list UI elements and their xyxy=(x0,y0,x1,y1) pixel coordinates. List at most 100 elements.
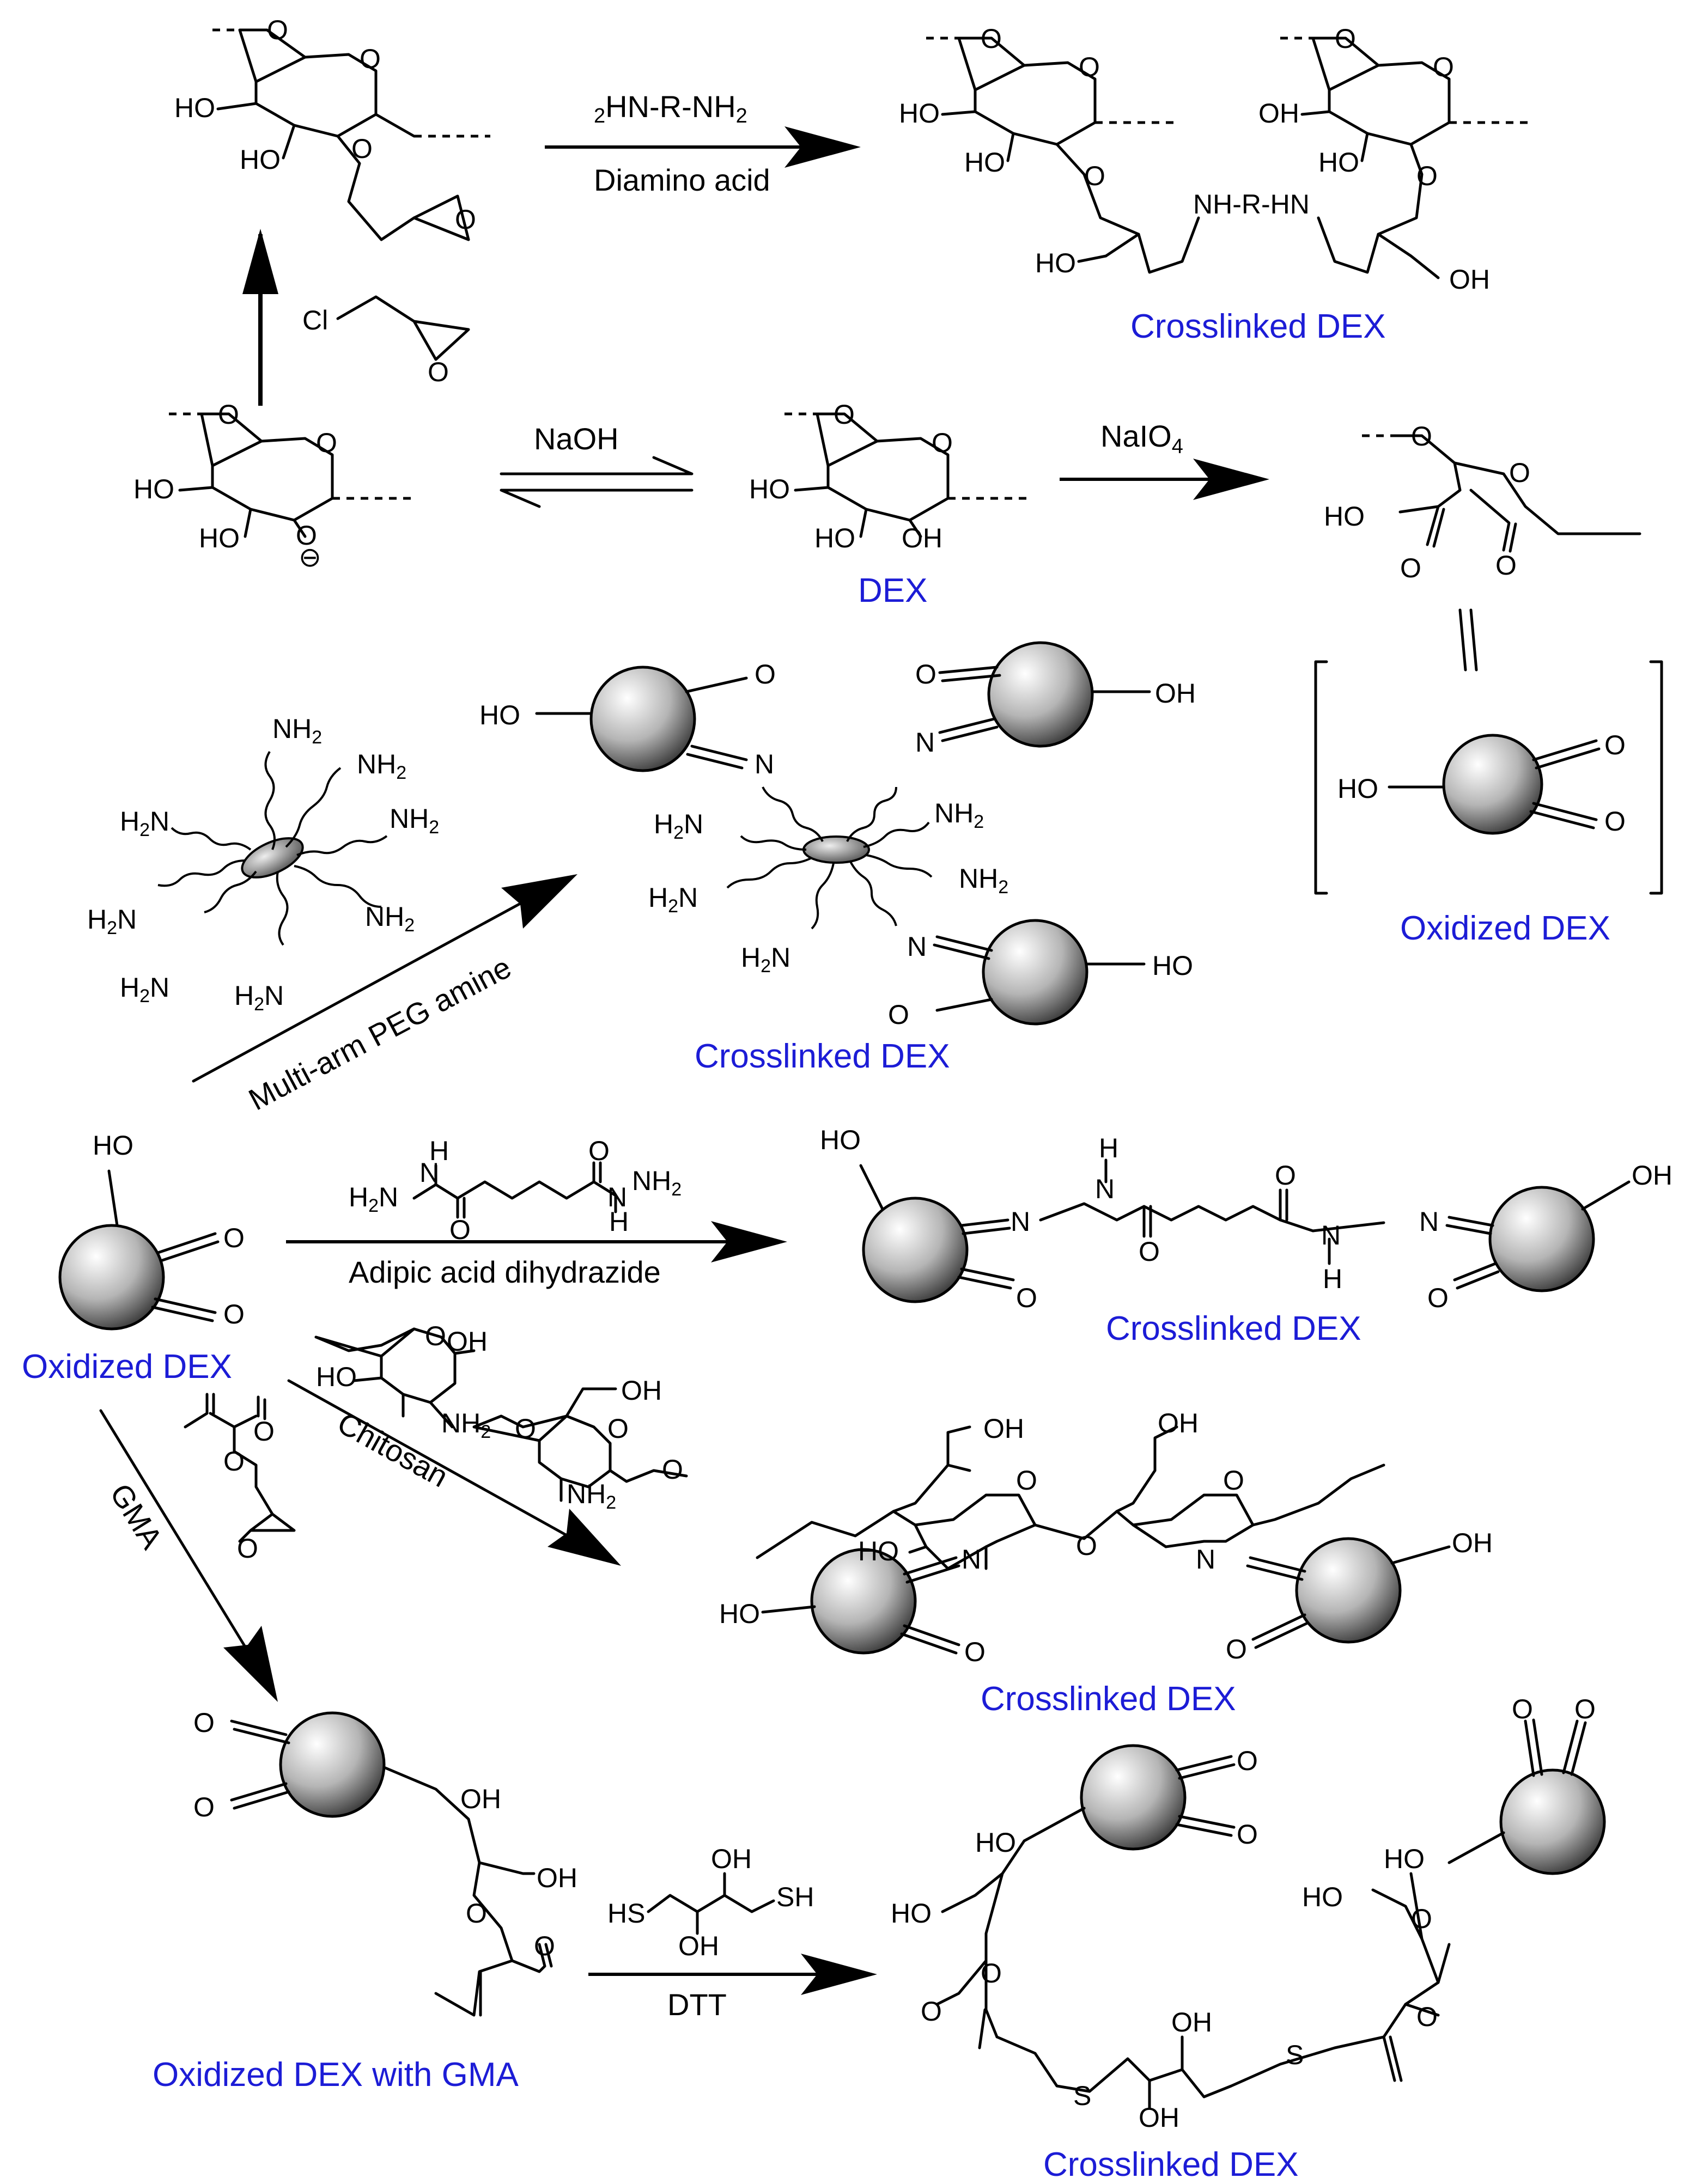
atom-o: O xyxy=(449,1215,471,1245)
atom-oh: OH xyxy=(1158,1408,1199,1438)
atom-cl: Cl xyxy=(302,305,328,335)
amine-group: H2N xyxy=(654,809,703,843)
atom-n: N xyxy=(907,931,927,962)
atom-oh: OH xyxy=(621,1375,662,1406)
atom-n: N xyxy=(962,1544,981,1575)
atom-o: O xyxy=(662,1454,683,1485)
amine-group: NH2 xyxy=(357,749,406,783)
diamine-reagent-label: 2HN-R-NH2 xyxy=(594,89,747,127)
atom-o: O xyxy=(1509,457,1530,488)
dex-label: DEX xyxy=(858,572,927,609)
oxidized-dex-open-structure: O O HO O O xyxy=(1324,421,1641,583)
atom-o: O xyxy=(1016,1465,1037,1496)
atom-o: O xyxy=(466,1898,487,1929)
oxidized-dex-label-2: Oxidized DEX xyxy=(22,1348,232,1386)
atom-oh: OH xyxy=(711,1844,752,1874)
atom-oh: OH xyxy=(1155,678,1196,709)
adipic-label: Adipic acid dihydrazide xyxy=(349,1255,661,1289)
dextran-bead xyxy=(1488,1186,1595,1292)
atom-ho: HO xyxy=(749,474,790,504)
diamine-arrow-head xyxy=(784,126,861,168)
atom-ho: HO xyxy=(133,474,174,504)
atom-ho: HO xyxy=(240,144,281,175)
atom-oh: OH xyxy=(460,1784,501,1814)
atom-o: O xyxy=(1016,1283,1037,1313)
atom-n: N xyxy=(915,727,935,758)
atom-o: O xyxy=(360,44,381,74)
dtt-reaction: DTT xyxy=(588,1954,877,2022)
atom-n: N xyxy=(1011,1206,1030,1237)
atom-oh: OH xyxy=(1632,1160,1672,1191)
crosslinked-dex-label-4: Crosslinked DEX xyxy=(981,1680,1236,1718)
atom-oh: OH xyxy=(983,1413,1024,1444)
diamine-crosslinked-structure: O O HO HO O HO NH-R-HN O O OH HO O OH xyxy=(899,23,1531,295)
epichlorohydrin-structure: Cl O xyxy=(302,295,470,387)
naio4-label: NaIO4 xyxy=(1100,419,1183,458)
atom-o: O xyxy=(1433,52,1454,82)
dtt-crosslinked-structure: O O HO HO O O S OH OH S O O HO HO O O xyxy=(891,1694,1606,2133)
dex-structure: O O HO HO OH xyxy=(749,399,1030,553)
dextran-bead xyxy=(987,641,1094,748)
atom-o: O xyxy=(425,1321,446,1351)
atom-oh: OH xyxy=(678,1931,719,1961)
atom-o: O xyxy=(1335,23,1356,54)
atom-s: S xyxy=(1073,2081,1091,2111)
amine-group: NH2 xyxy=(272,713,322,748)
adh-structure: H2N H N O O N H NH2 xyxy=(349,1136,682,1245)
atom-o: O xyxy=(1512,1694,1533,1724)
atom-ho: HO xyxy=(899,98,940,129)
crosslinked-dex-label-3: Crosslinked DEX xyxy=(1106,1310,1361,1347)
crosslinked-dex-label-2: Crosslinked DEX xyxy=(695,1038,950,1075)
amine-group: H2N xyxy=(234,980,284,1015)
atom-o: O xyxy=(755,659,776,690)
atom-o: O xyxy=(1275,1160,1296,1191)
atom-s: S xyxy=(1286,2040,1304,2070)
atom-ho: HO xyxy=(1324,501,1365,532)
atom-o: O xyxy=(1400,553,1421,583)
dextran-bead xyxy=(589,666,696,772)
atom-n: N xyxy=(1095,1174,1115,1204)
dtt-label: DTT xyxy=(667,1987,727,2022)
atom-ho: HO xyxy=(1152,950,1193,981)
naoh-label: NaOH xyxy=(534,422,619,456)
atom-o: O xyxy=(1226,1634,1247,1664)
adh-crosslinked-structure: HO N O H N O O N H N O OH xyxy=(820,1125,1672,1313)
oxidized-dex-gma-structure: O O OH OH O O xyxy=(193,1707,577,2017)
atom-o: O xyxy=(428,357,449,387)
atom-oh: OH xyxy=(537,1863,577,1893)
oxidized-dex-bead-bracket: HO O O xyxy=(1314,660,1663,895)
atom-ho: HO xyxy=(93,1130,133,1161)
atom-o: O xyxy=(253,1416,275,1447)
crosslinked-dex-label-1: Crosslinked DEX xyxy=(1130,308,1386,345)
atom-o: O xyxy=(981,23,1002,54)
atom-n: N xyxy=(755,749,774,779)
atom-o: O xyxy=(1411,421,1432,452)
atom-o: O xyxy=(296,520,317,551)
atom-n: N xyxy=(419,1157,439,1188)
amine-group: NH2 xyxy=(390,803,439,838)
oxidized-dex-bead: HO O O xyxy=(58,1130,245,1331)
atom-ho: HO xyxy=(199,523,240,553)
atom-ho: HO xyxy=(1302,1882,1343,1912)
atom-o: O xyxy=(218,399,239,430)
atom-h: H xyxy=(1099,1133,1118,1163)
atom-o: O xyxy=(1237,1746,1258,1776)
amine-group: H2N xyxy=(120,972,169,1006)
atom-ho: HO xyxy=(1337,773,1378,804)
atom-o: O xyxy=(1427,1283,1449,1313)
amine-group: NH2 xyxy=(365,901,415,936)
atom-ho: HO xyxy=(174,93,215,123)
amine-group: NH2 xyxy=(567,1479,616,1513)
amine-group: H2N xyxy=(87,904,137,938)
atom-sh: SH xyxy=(776,1882,814,1912)
atom-ho: HO xyxy=(814,523,855,553)
atom-o: O xyxy=(1237,1819,1258,1850)
dextran-bead xyxy=(982,919,1088,1026)
atom-o: O xyxy=(351,133,373,164)
atom-o: O xyxy=(1076,1530,1097,1561)
adh-reaction: Adipic acid dihydrazide xyxy=(286,1221,787,1289)
atom-o: O xyxy=(932,428,953,458)
atom-oh: OH xyxy=(902,523,942,553)
atom-o: O xyxy=(1416,2002,1438,2032)
